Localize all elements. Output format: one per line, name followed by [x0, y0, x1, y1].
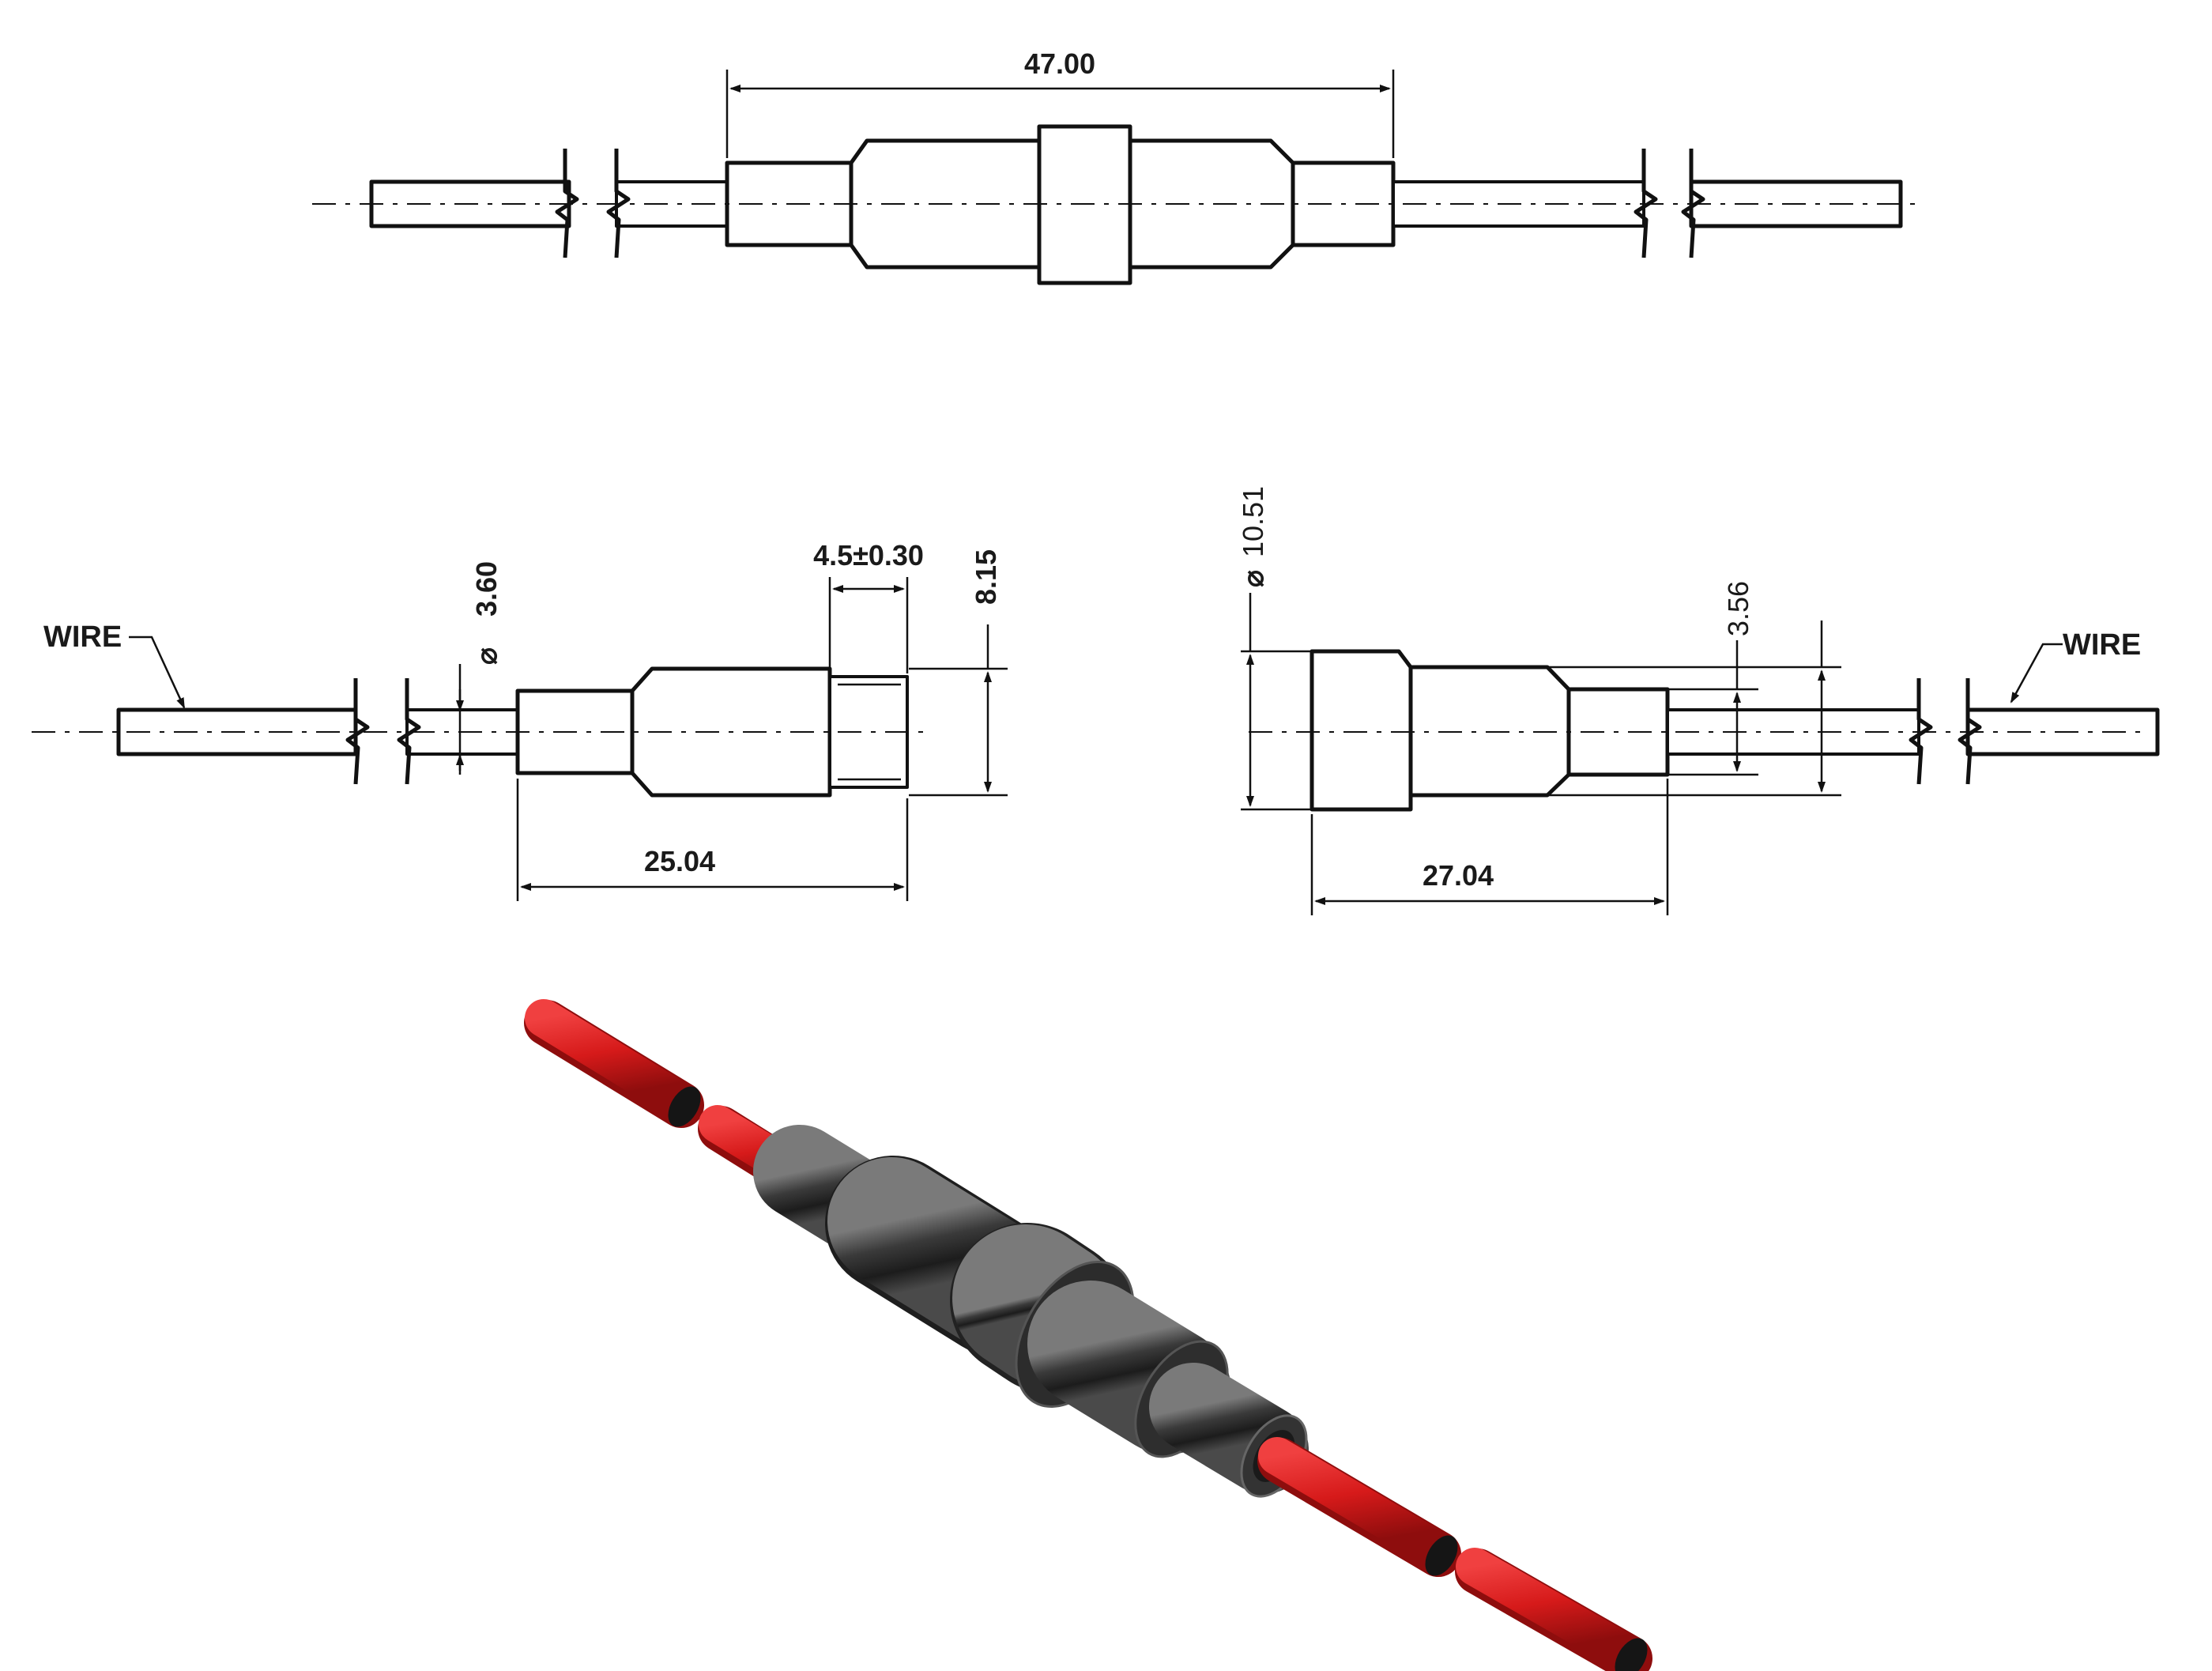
wire-label-left: WIRE — [43, 620, 122, 654]
body-diameter-dimension: 10.51 — [1237, 486, 1269, 557]
wire-diameter-symbol: ⌀ — [470, 647, 503, 665]
left-length-dimension: 25.04 — [644, 845, 715, 877]
cap-height-dimension: 8.15 — [970, 549, 1002, 605]
wire-segment-lower-2 — [1455, 1548, 1652, 1671]
wire-segment-upper-1 — [524, 999, 704, 1128]
wire-segment-lower-1 — [1257, 1437, 1461, 1577]
right-view: ⌀ 10.51 3.56 WIRE 27.04 — [1237, 486, 2160, 915]
top-view: 47.00 — [312, 47, 1916, 285]
cap-length-dimension: 4.5±0.30 — [813, 539, 924, 571]
isometric-render — [524, 999, 1652, 1671]
body-diameter-symbol: ⌀ — [1237, 570, 1269, 587]
connector-body — [753, 1125, 1309, 1498]
step-height-dimension: 3.56 — [1722, 581, 1754, 636]
wire-diameter-dimension: 3.60 — [470, 561, 503, 617]
overall-length-dimension: 47.00 — [1024, 47, 1095, 80]
wire-label-right: WIRE — [2063, 628, 2141, 662]
right-length-dimension: 27.04 — [1423, 859, 1494, 892]
left-view: WIRE ⌀ 3.60 4.5±0.30 8.15 25.04 — [32, 539, 1008, 901]
